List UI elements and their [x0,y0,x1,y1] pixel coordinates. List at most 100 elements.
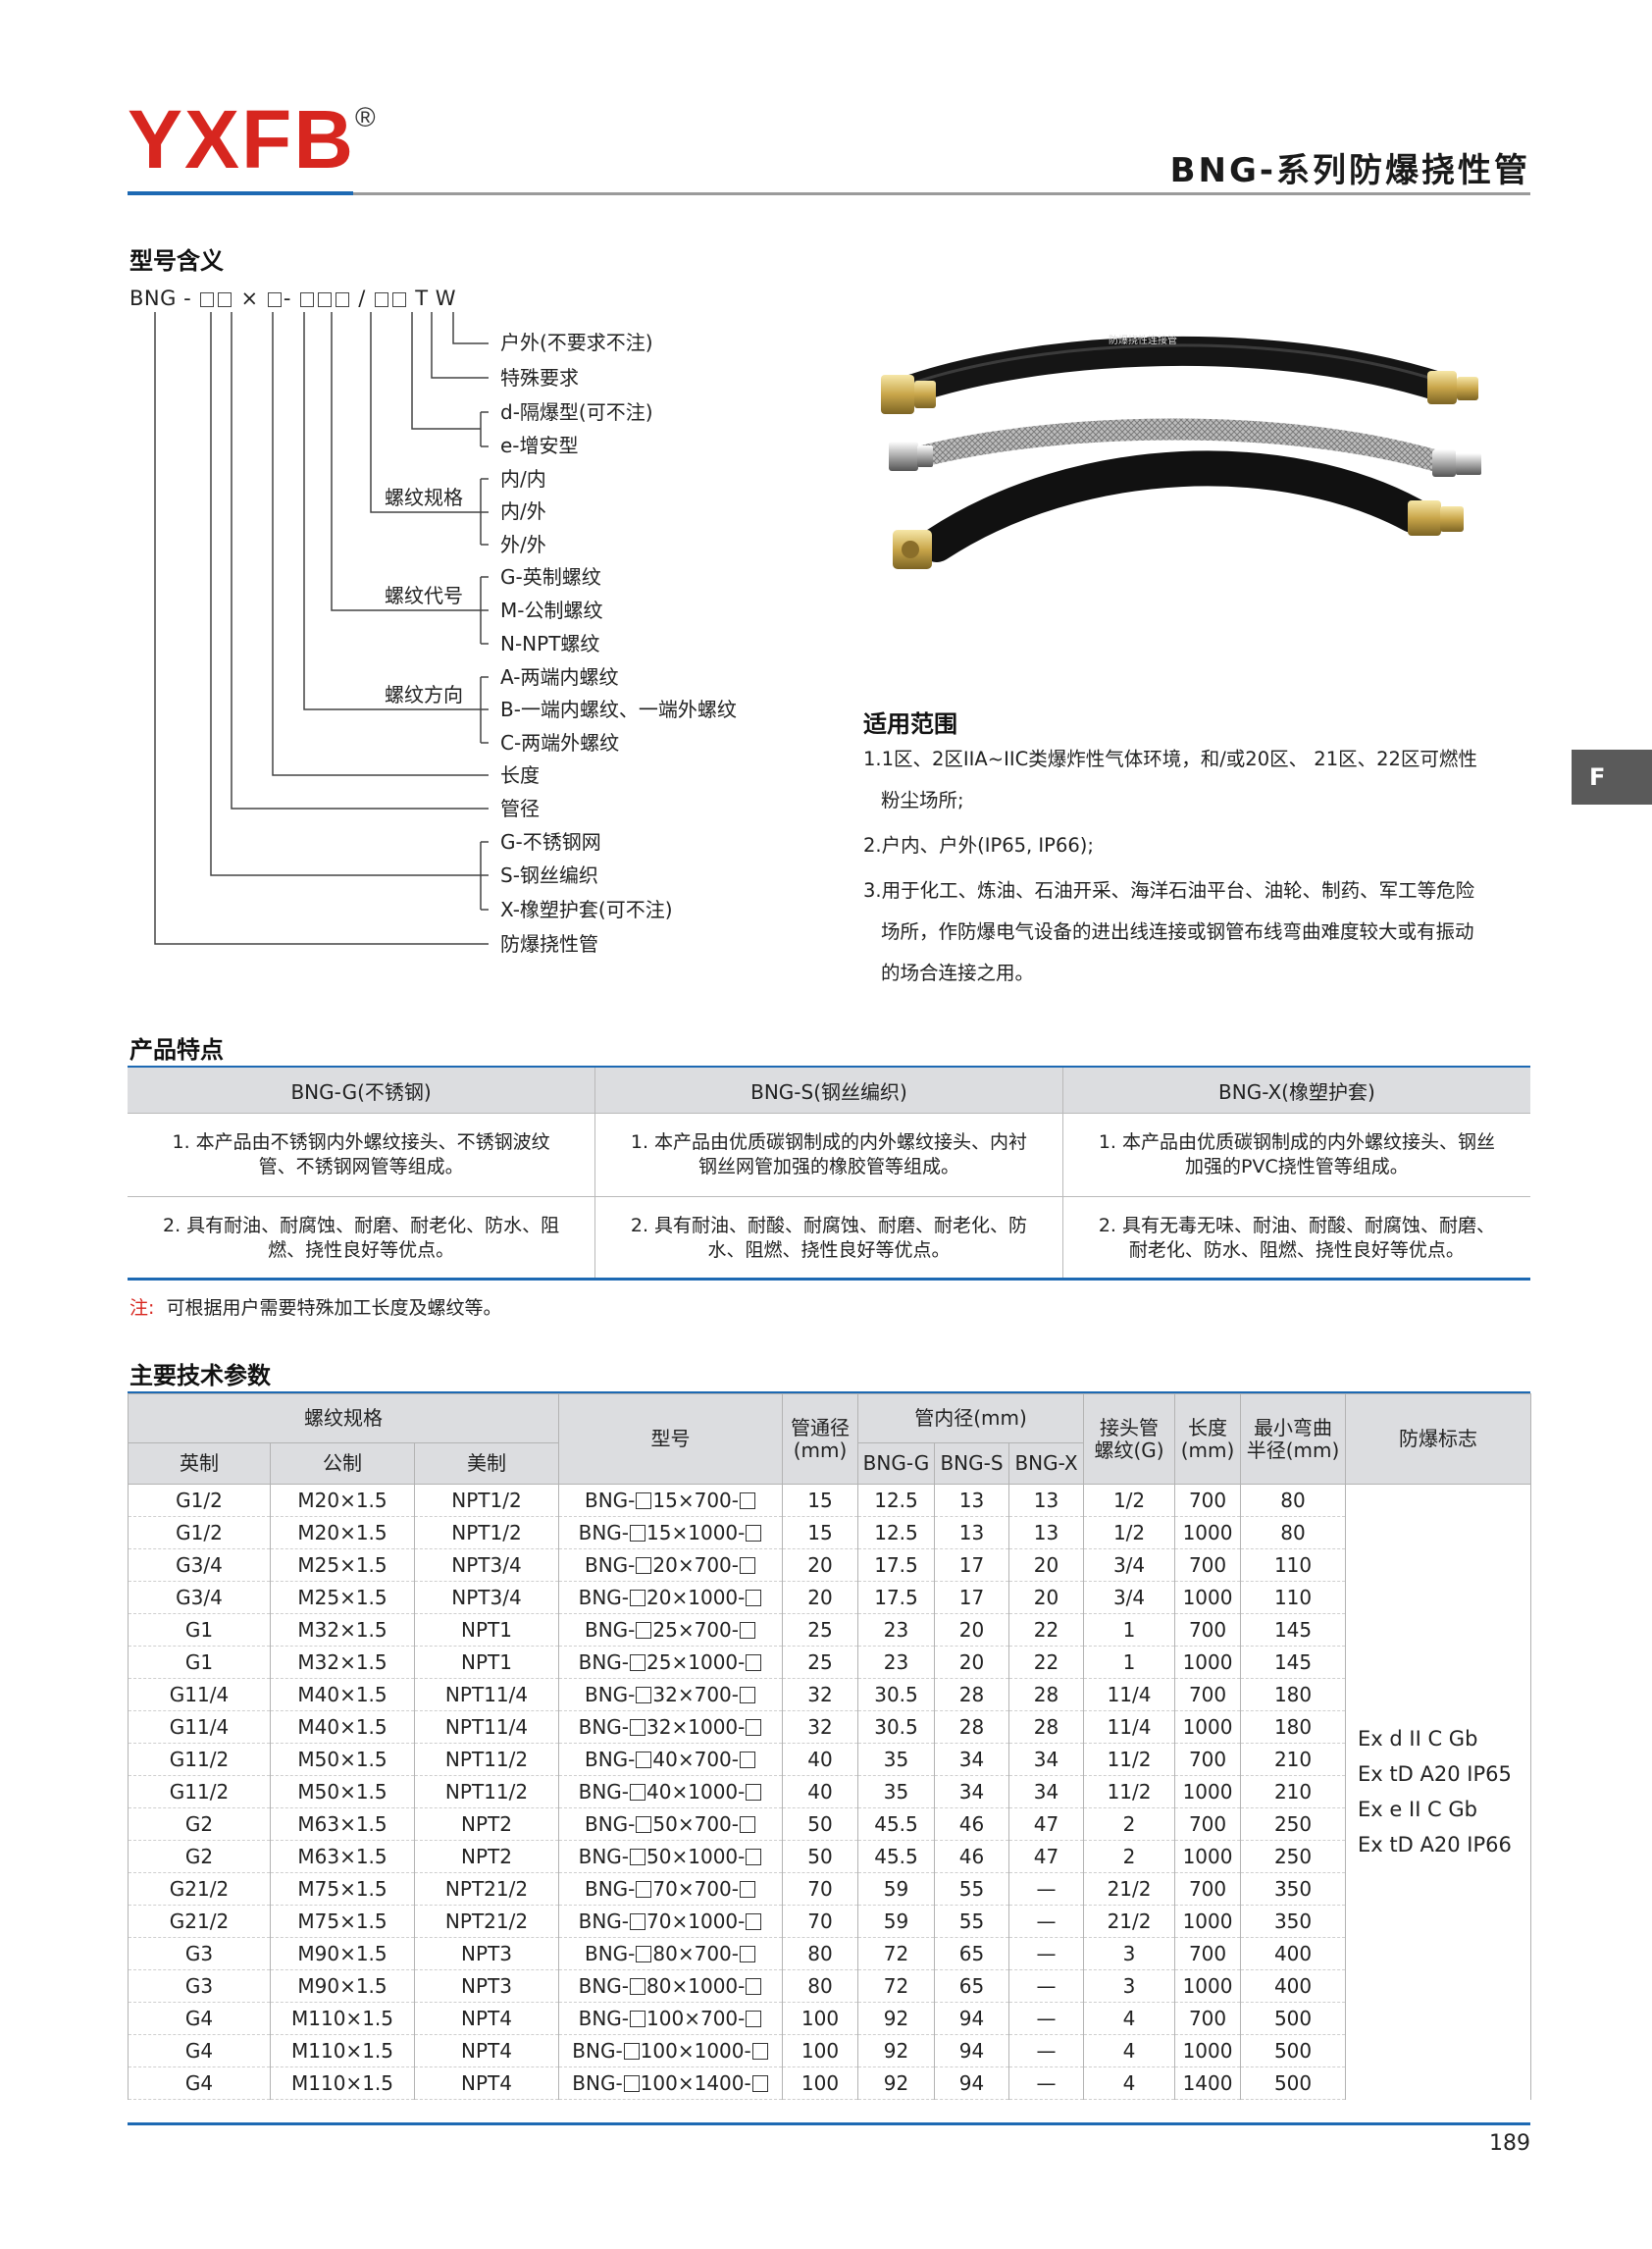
model-cell: BNG-32×700- [558,1678,783,1711]
tree-label: 外/外 [500,533,546,556]
metric-cell: M20×1.5 [270,1484,415,1517]
american-cell: NPT1/2 [414,1484,559,1517]
bore-cell: 40 [782,1775,858,1808]
bng-g-header: BNG-G [857,1442,935,1485]
section-tab: F [1572,750,1652,805]
bore-cell: 25 [782,1646,858,1679]
model-cell: BNG-15×700- [558,1484,783,1517]
metric-cell: M90×1.5 [270,1937,415,1970]
imperial-cell: G3/4 [128,1581,271,1614]
metric-cell: M63×1.5 [270,1840,415,1873]
model-section-title: 型号含义 [129,247,224,275]
placeholder-box [636,1492,652,1509]
model-prefix: BNG- [578,1650,630,1674]
length-cell: 700 [1174,1937,1242,1970]
bend-cell: 110 [1240,1581,1347,1614]
bng-x-cell: — [1007,1969,1085,2003]
bng-x-cell: 47 [1007,1807,1085,1841]
bend-cell: 210 [1240,1743,1347,1776]
length-cell: 1000 [1174,1581,1242,1614]
length-cell: 1000 [1174,1840,1242,1873]
bore-cell: 100 [782,2034,858,2067]
bng-g-cell: 92 [857,2002,935,2035]
bend-cell: 400 [1240,1969,1347,2003]
metric-cell: M20×1.5 [270,1516,415,1549]
bng-s-cell: 55 [934,1905,1009,1938]
bend-cell: 80 [1240,1484,1347,1517]
placeholder-box [636,1557,652,1574]
model-body: 50×700- [652,1812,739,1836]
bng-x-cell: — [1007,1937,1085,1970]
bng-g-cell: 92 [857,2034,935,2067]
length-cell: 700 [1174,1678,1242,1711]
placeholder-box [636,1622,652,1639]
features-table: BNG-G(不锈钢) BNG-S(钢丝编织) BNG-X(橡塑护套) 1. 本产… [128,1068,1530,1280]
joint-cell: 3/4 [1083,1548,1176,1582]
ex-mark: Ex d II C Gb [1358,1727,1478,1752]
imperial-cell: G4 [128,2034,271,2067]
joint-cell: 21/2 [1083,1905,1176,1938]
placeholder-box [623,2075,640,2092]
bore-cell: 32 [782,1678,858,1711]
code-box [375,291,389,307]
bng-x-header: BNG-X [1007,1442,1085,1485]
bore-cell: 40 [782,1743,858,1776]
code-box [267,291,282,307]
model-cell: BNG-40×1000- [558,1775,783,1808]
bend-cell: 145 [1240,1613,1347,1647]
imperial-cell: G1 [128,1646,271,1679]
bng-g-cell: 23 [857,1613,935,1647]
bore-header: 管通径(mm) [782,1393,858,1485]
metric-cell: M32×1.5 [270,1613,415,1647]
page-number: 189 [1489,2131,1530,2156]
features-cell: 1. 本产品由优质碳钢制成的内外螺纹接头、钢丝加强的PVC挠性管等组成。 [1061,1113,1530,1197]
model-cell: BNG-80×1000- [558,1969,783,2003]
american-cell: NPT21/2 [414,1905,559,1938]
model-cell: BNG-100×700- [558,2002,783,2035]
hose-print-text: 防爆挠性连接管 [1109,334,1177,346]
joint-cell: 4 [1083,2034,1176,2067]
bng-g-cell: 59 [857,1905,935,1938]
bng-s-cell: 28 [934,1710,1009,1744]
model-body: 15×700- [652,1489,739,1512]
bend-cell: 500 [1240,2002,1347,2035]
placeholder-box [630,1913,646,1930]
model-body: 15×1000- [646,1521,746,1544]
steel-fitting [889,442,918,471]
metric-cell: M75×1.5 [270,1872,415,1906]
specs-top-rule [128,1391,1530,1394]
placeholder-box [630,1525,646,1542]
model-body: 20×700- [652,1553,739,1577]
code-slash: / [358,287,366,310]
model-prefix: BNG- [584,1942,636,1965]
model-body: 70×700- [652,1877,739,1901]
bend-cell: 145 [1240,1646,1347,1679]
bng-s-cell: 28 [934,1678,1009,1711]
tree-label: 内/内 [500,467,546,491]
bng-x-cell: — [1007,2034,1085,2067]
code-box [336,291,350,307]
imperial-cell: G11/2 [128,1775,271,1808]
bng-s-cell: 55 [934,1872,1009,1906]
bng-s-cell: 65 [934,1969,1009,2003]
model-code: BNG - × - / T W [129,287,456,310]
bore-header-line2: (mm) [793,1438,848,1462]
model-prefix: BNG- [572,2071,623,2095]
placeholder-box [746,1913,762,1930]
length-cell: 1000 [1174,1646,1242,1679]
placeholder-box [740,1557,755,1574]
placeholder-box [746,1654,762,1671]
brass-fitting [902,541,919,558]
features-section-title: 产品特点 [129,1036,224,1064]
model-cell: BNG-50×700- [558,1807,783,1841]
bng-x-cell: — [1007,2066,1085,2100]
placeholder-box [740,1881,755,1898]
metric-cell: M110×1.5 [270,2002,415,2035]
bng-s-cell: 34 [934,1775,1009,1808]
